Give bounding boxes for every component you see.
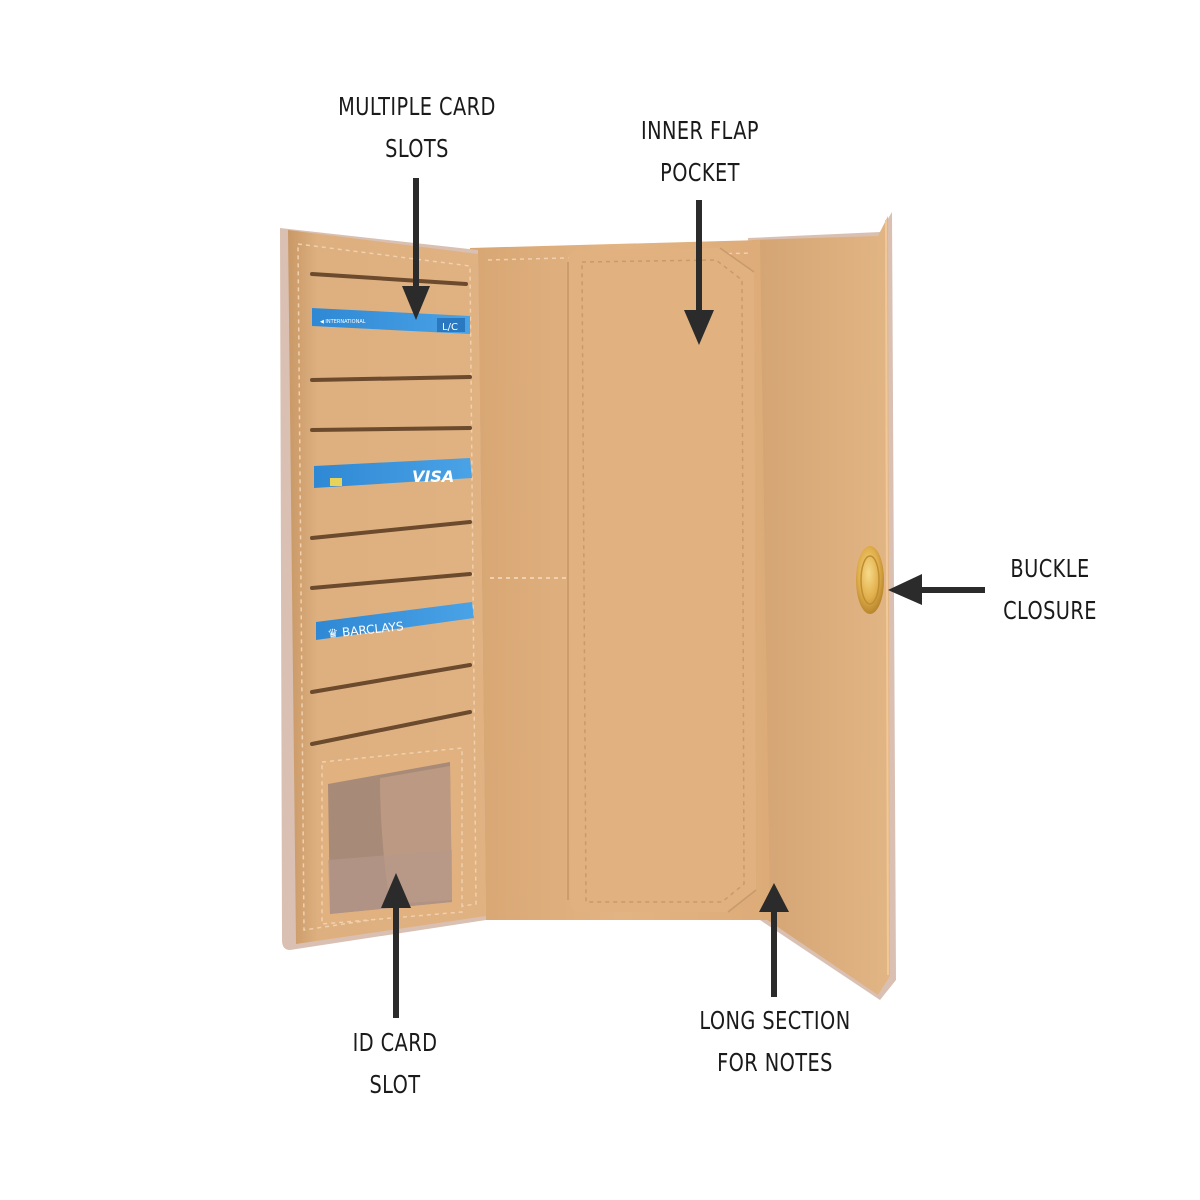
inner-flap-pocket (567, 247, 757, 913)
label-line: BUCKLE (1010, 554, 1090, 583)
card-international: ◀ INTERNATIONAL L/C (312, 308, 470, 334)
label-inner-flap-pocket: INNER FLAP POCKET (614, 110, 786, 194)
label-line: INNER FLAP (640, 116, 760, 145)
label-line: SLOT (369, 1070, 421, 1099)
buckle-closure (856, 546, 884, 614)
label-line: POCKET (660, 158, 740, 187)
label-line: FOR NOTES (717, 1048, 833, 1077)
label-id-card-slot: ID CARD SLOT (331, 1022, 460, 1106)
svg-text:L/C: L/C (442, 322, 458, 333)
label-long-section-for-notes: LONG SECTION FOR NOTES (680, 1000, 869, 1084)
svg-text:◀ INTERNATIONAL: ◀ INTERNATIONAL (320, 319, 366, 325)
card-visa: VISA (314, 458, 472, 488)
label-line: MULTIPLE CARD (338, 92, 496, 121)
svg-text:VISA: VISA (412, 467, 454, 486)
right-flap (748, 212, 896, 1000)
label-buckle-closure: BUCKLE CLOSURE (998, 548, 1101, 632)
arrow-up-icon-id-card (381, 873, 411, 1018)
arrow-down-icon-inner-flap (684, 200, 714, 345)
card-slots (310, 272, 472, 746)
arrow-up-icon-notes (759, 883, 789, 997)
label-multiple-card-slots: MULTIPLE CARD SLOTS (316, 86, 517, 170)
arrow-down-icon-card-slots (402, 178, 430, 320)
label-line: SLOTS (385, 134, 449, 163)
id-card-window (321, 747, 463, 925)
arrows (381, 178, 985, 1018)
arrow-left-icon-buckle (888, 574, 985, 605)
label-line: CLOSURE (1003, 596, 1097, 625)
label-line: LONG SECTION (699, 1006, 851, 1035)
card-panel: ◀ INTERNATIONAL L/C VISA ♛ BARCLAYS (280, 228, 486, 950)
label-line: ID CARD (352, 1028, 438, 1057)
